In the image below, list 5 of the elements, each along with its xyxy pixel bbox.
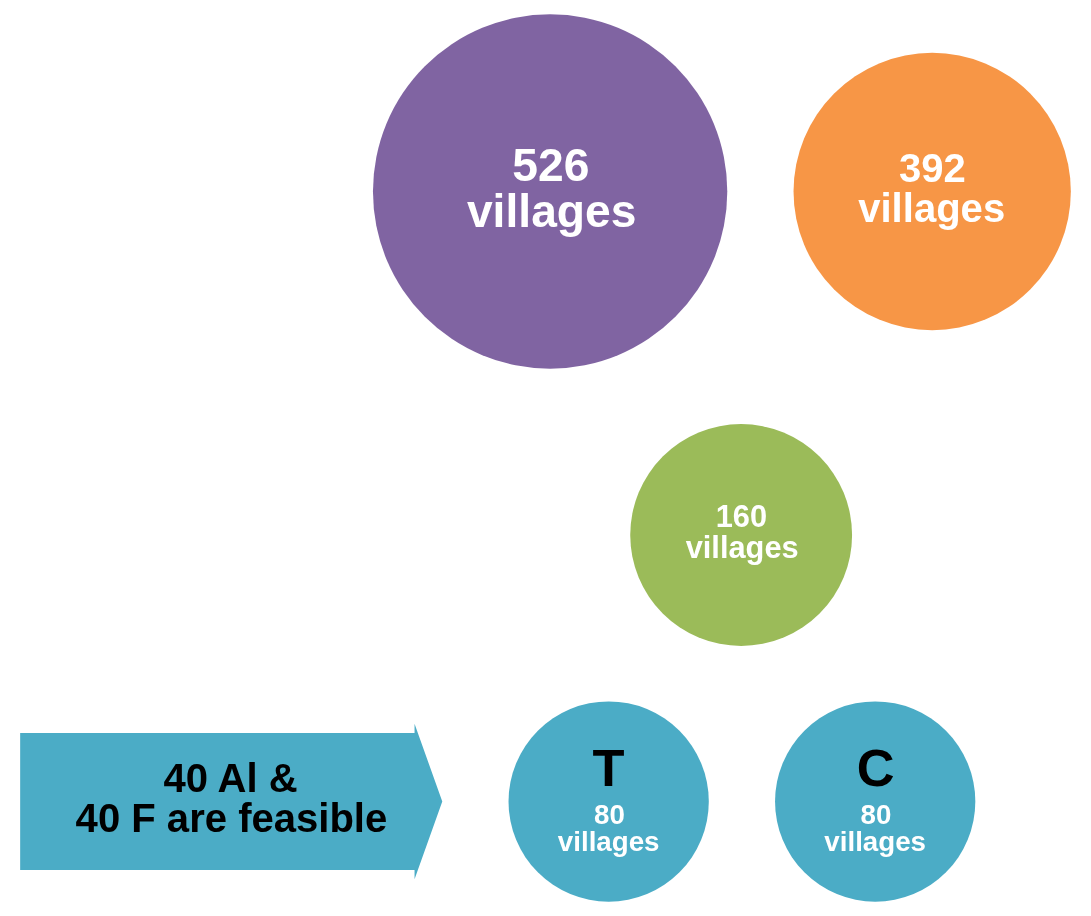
node-circle: 526 villages	[372, 14, 728, 369]
node-circle: T 80 villages	[508, 701, 709, 902]
node-circle: 392 villages	[793, 52, 1071, 331]
node-circle: C 80 villages	[775, 701, 976, 902]
node-circle: 160 villages	[630, 424, 853, 646]
